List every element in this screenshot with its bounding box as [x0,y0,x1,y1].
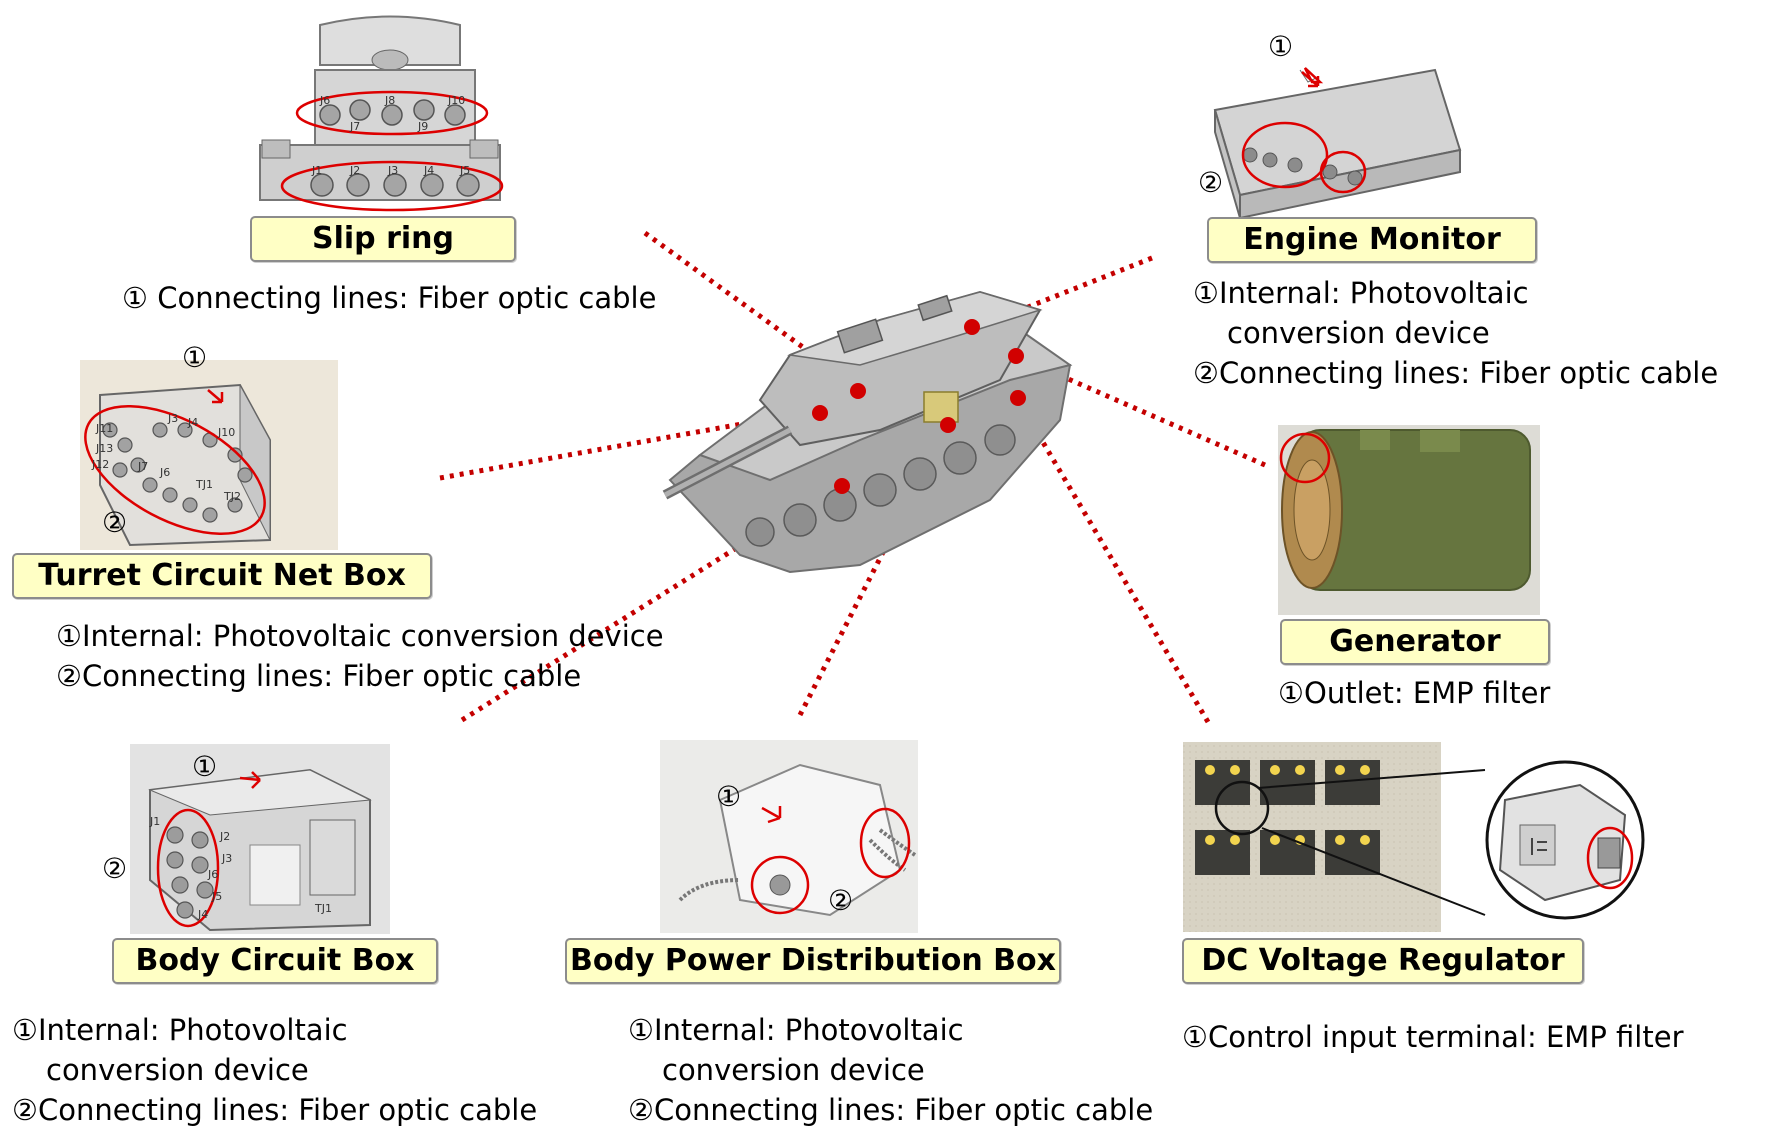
slip-ring-connector-label: J4 [423,164,434,177]
body-power-box-illustration [660,740,918,933]
turret-box-illustration: J11 J13 J12 J7 J6 J3 J4 J10 TJ1 TJ2 [80,360,338,550]
generator-illustration [1278,425,1540,615]
body-circuit-connector-label: J1 [149,815,160,828]
slip-ring-connector-label: J3 [387,164,398,177]
body-circuit-box-illustration: J1 J2 J3 J6 J5 J4 TJ1 [130,744,390,934]
desc-line: ①Internal: Photovoltaic [12,1013,348,1047]
label-slip-ring: Slip ring [250,216,516,262]
label-dc-voltage-regulator: DC Voltage Regulator [1182,938,1584,984]
line-engine-monitor [974,255,1153,331]
label-body-power-distribution-box: Body Power Distribution Box [565,938,1061,984]
slip-ring-connector-label: J6 [319,94,330,107]
desc-line: ②Connecting lines: Fiber optic cable [1193,356,1719,390]
turret-connector-label: J3 [167,412,178,425]
slip-ring-connector-label: J8 [384,94,395,107]
desc-dc-voltage-regulator: ①Control input terminal: EMP filter [1182,1017,1684,1057]
marker-one: ① [192,750,217,783]
marker-one: ① [716,780,741,813]
desc-slip-ring: ① Connecting lines: Fiber optic cable [122,278,656,318]
desc-line: ①Internal: Photovoltaic [1193,276,1529,310]
body-circuit-connector-label: J5 [211,890,222,903]
slip-ring-connector-label: J5 [459,164,470,177]
label-engine-monitor: Engine Monitor [1207,217,1537,263]
body-circuit-connector-label: J6 [207,868,218,881]
desc-line: ①Outlet: EMP filter [1278,676,1551,710]
turret-connector-label: J11 [95,422,113,435]
slip-ring-connector-label: J10 [447,94,465,107]
label-body-circuit-box: Body Circuit Box [112,938,438,984]
marker-two: ② [1198,166,1223,199]
label-turret-circuit-net-box: Turret Circuit Net Box [12,553,432,599]
desc-line: ①Control input terminal: EMP filter [1182,1020,1684,1054]
slip-ring-connector-label: J2 [349,164,360,177]
turret-connector-label: J4 [187,416,198,429]
marker-one: ① [182,341,207,374]
body-circuit-connector-label: J4 [197,908,208,921]
body-circuit-connector-label: J2 [219,830,230,843]
desc-body-power-distribution-box: ①Internal: Photovoltaic conversion devic… [628,1010,1153,1130]
desc-line: ②Connecting lines: Fiber optic cable [56,659,582,693]
desc-line: conversion device [46,1053,309,1087]
engine-monitor-illustration [1213,67,1462,220]
marker-two: ② [102,852,127,885]
desc-generator: ①Outlet: EMP filter [1278,673,1550,713]
turret-connector-label: J7 [137,460,148,473]
desc-line: ①Internal: Photovoltaic conversion devic… [56,619,664,653]
slip-ring-connector-label: J9 [417,120,428,133]
desc-engine-monitor: ①Internal: Photovoltaic conversion devic… [1193,273,1718,393]
tank-illustration [662,290,1073,574]
turret-connector-label: TJ2 [223,490,241,503]
desc-turret-circuit-net-box: ①Internal: Photovoltaic conversion devic… [56,616,664,696]
desc-line: ① Connecting lines: Fiber optic cable [122,281,657,315]
desc-body-circuit-box: ①Internal: Photovoltaic conversion devic… [12,1010,537,1130]
marker-two: ② [828,884,853,917]
turret-connector-label: J6 [159,466,170,479]
desc-line: ②Connecting lines: Fiber optic cable [12,1093,538,1127]
slip-ring-illustration: J6 J7 J8 J9 J10 J1 J2 J3 J4 J5 [259,15,504,212]
body-circuit-connector-label: TJ1 [314,902,332,915]
marker-one: ① [1268,30,1293,63]
line-slip-ring [643,230,860,390]
slip-ring-connector-label: J7 [349,120,360,133]
line-dc-regulator [1015,398,1211,724]
turret-connector-label: J10 [217,426,235,439]
marker-two: ② [102,506,127,539]
label-generator: Generator [1280,619,1550,665]
desc-line: ①Internal: Photovoltaic [628,1013,964,1047]
desc-line: ②Connecting lines: Fiber optic cable [628,1093,1154,1127]
slip-ring-connector-label: J1 [311,164,322,177]
body-circuit-connector-label: J3 [221,852,232,865]
turret-connector-label: J13 [95,442,113,455]
dc-regulator-illustration [1183,742,1645,932]
desc-line: conversion device [662,1053,925,1087]
turret-connector-label: TJ1 [195,478,213,491]
desc-line: conversion device [1227,316,1490,350]
turret-connector-label: J12 [91,458,109,471]
